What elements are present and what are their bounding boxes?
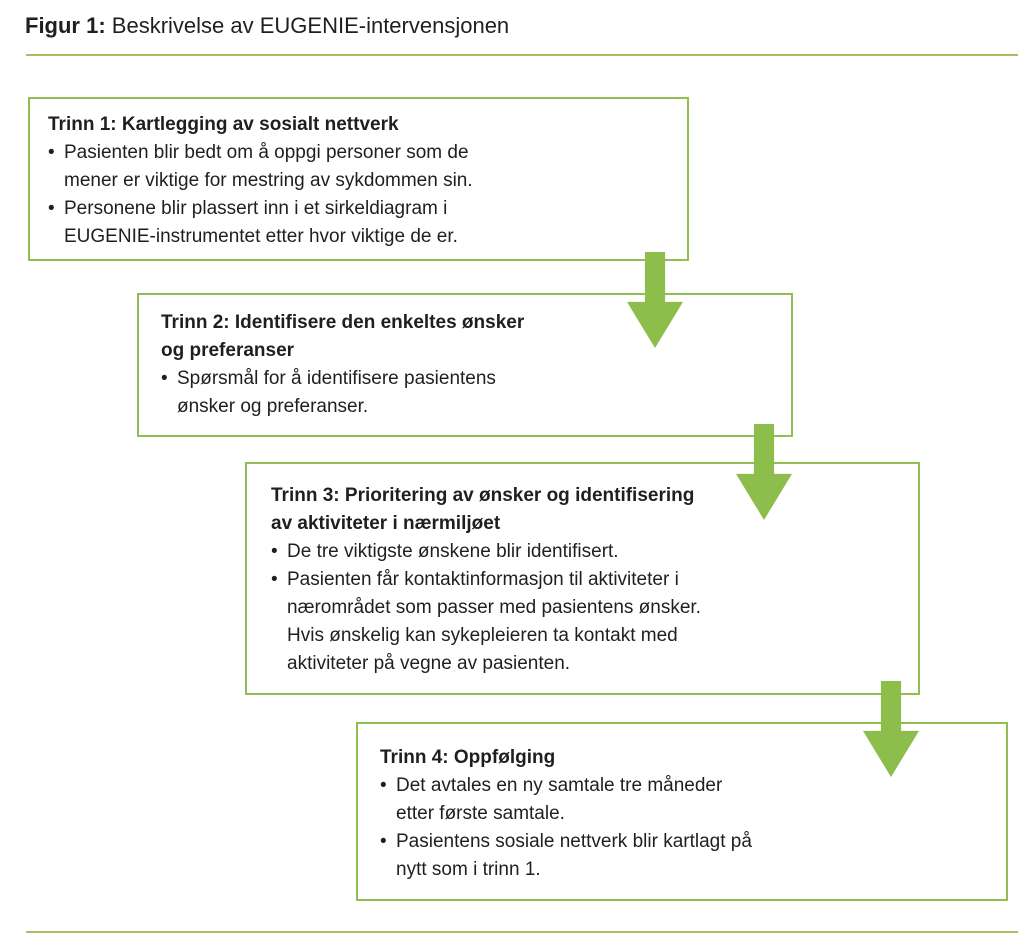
step-1-title: Trinn 1: Kartlegging av sosialt nettverk: [48, 114, 399, 135]
step-box-4: Trinn 4: Oppfølging • Det avtales en ny …: [356, 722, 1008, 901]
figure-title: Figur 1: Beskrivelse av EUGENIE-interven…: [25, 12, 509, 40]
bullet-item: • De tre viktigste ønskene blir identifi…: [271, 538, 894, 566]
bullet-text: Pasienten blir bedt om å oppgi personer …: [64, 142, 473, 191]
step-4-title: Trinn 4: Oppfølging: [380, 747, 556, 768]
bullet-marker: •: [271, 541, 278, 562]
top-divider: [26, 54, 1018, 56]
figure-number-label: Figur 1:: [25, 13, 106, 38]
bullet-marker: •: [48, 142, 55, 163]
bullet-text: Personene blir plassert inn i et sirkeld…: [64, 198, 458, 247]
bullet-text: Spørsmål for å identifisere pasientens ø…: [177, 368, 496, 417]
step-box-3: Trinn 3: Prioritering av ønsker og ident…: [245, 462, 920, 695]
step-3-title: Trinn 3: Prioritering av ønsker og ident…: [271, 485, 695, 534]
bullet-marker: •: [48, 198, 55, 219]
bullet-item: • Pasientens sosiale nettverk blir kartl…: [380, 828, 984, 884]
bullet-marker: •: [380, 775, 387, 796]
bullet-item: • Det avtales en ny samtale tre måneder …: [380, 772, 984, 828]
step-2-title: Trinn 2: Identifisere den enkeltes ønske…: [161, 312, 525, 361]
step-box-2: Trinn 2: Identifisere den enkeltes ønske…: [137, 293, 793, 437]
bullet-marker: •: [271, 569, 278, 590]
figure-caption: Beskrivelse av EUGENIE-intervensjonen: [105, 13, 510, 38]
bullet-text: De tre viktigste ønskene blir identifise…: [287, 541, 619, 562]
bullet-text: Pasientens sosiale nettverk blir kartlag…: [396, 831, 752, 880]
bullet-item: • Spørsmål for å identifisere pasientens…: [161, 365, 769, 421]
bullet-text: Pasienten får kontaktinformasjon til akt…: [287, 569, 701, 674]
bullet-item: • Personene blir plassert inn i et sirke…: [48, 195, 669, 251]
bullet-item: • Pasienten får kontaktinformasjon til a…: [271, 566, 894, 678]
bottom-divider: [26, 931, 1018, 933]
step-box-1: Trinn 1: Kartlegging av sosialt nettverk…: [28, 97, 689, 261]
bullet-marker: •: [380, 831, 387, 852]
bullet-text: Det avtales en ny samtale tre måneder et…: [396, 775, 723, 824]
bullet-marker: •: [161, 368, 168, 389]
bullet-item: • Pasienten blir bedt om å oppgi persone…: [48, 139, 669, 195]
